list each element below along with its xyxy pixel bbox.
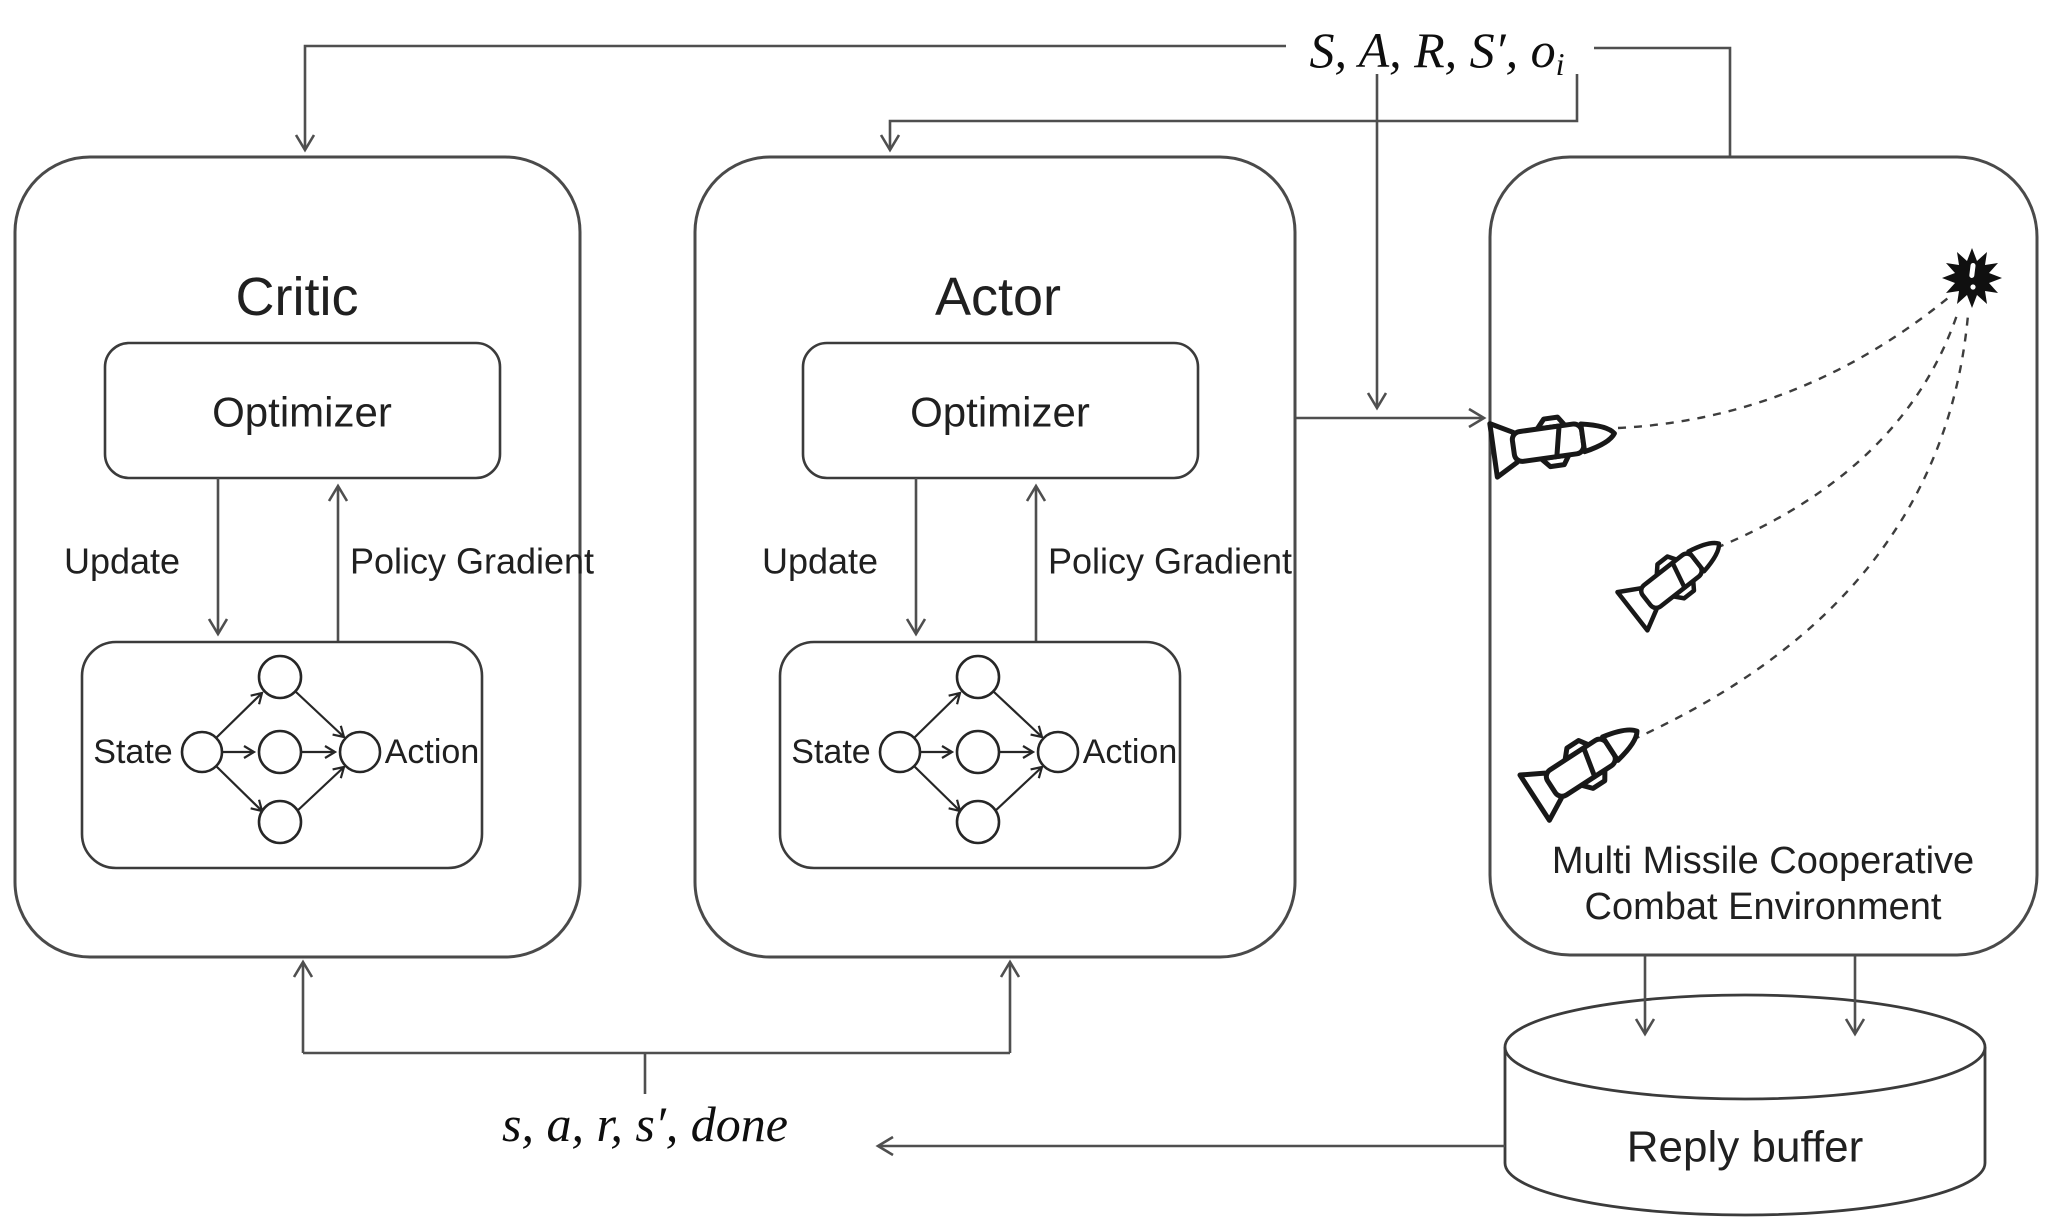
critic-action-label: Action bbox=[385, 733, 480, 771]
critic-update-label: Update bbox=[64, 541, 180, 582]
actor-state-label: State bbox=[791, 733, 870, 771]
replay-buffer-label: Reply buffer bbox=[1627, 1123, 1863, 1172]
environment-box: Multi Missile Cooperative Combat Environ… bbox=[1488, 155, 2039, 957]
actor-box: Actor Optimizer Update Policy Gradient S… bbox=[693, 155, 1297, 959]
critic-title: Critic bbox=[236, 267, 359, 327]
environment-label-line2: Combat Environment bbox=[1585, 886, 1942, 928]
actor-update-label: Update bbox=[762, 541, 878, 582]
replay-buffer: Reply buffer bbox=[1503, 993, 1987, 1217]
actor-action-label: Action bbox=[1083, 733, 1178, 771]
sars-to-critic-arrow bbox=[294, 44, 1286, 153]
environment-label-line1: Multi Missile Cooperative bbox=[1552, 840, 1974, 882]
critic-policy-gradient-label: Policy Gradient bbox=[350, 541, 594, 582]
global-transition-main: S, A, R, S′, o bbox=[1309, 22, 1555, 78]
actor-title: Actor bbox=[935, 267, 1061, 327]
explosion-mark-dot bbox=[1970, 284, 1976, 290]
critic-state-label: State bbox=[93, 733, 172, 771]
database-cylinder-top bbox=[1503, 993, 1987, 1101]
missile-trajectory bbox=[1617, 297, 1949, 430]
actor-optimizer-label: Optimizer bbox=[910, 389, 1090, 436]
global-transition-label: S, A, R, S′, oi bbox=[1309, 22, 1564, 82]
actor-policy-gradient-label: Policy Gradient bbox=[1048, 541, 1292, 582]
environment-outline bbox=[1488, 155, 2039, 957]
critic-box: Critic Optimizer Update Policy Gradient … bbox=[13, 155, 594, 959]
global-transition-sub: i bbox=[1556, 46, 1565, 82]
explosion-icon bbox=[1942, 248, 2002, 308]
explosion-mark bbox=[1969, 263, 1976, 278]
connectors bbox=[292, 44, 1866, 1157]
sample-tuple-label: s, a, r, s′, done bbox=[502, 1096, 788, 1152]
label-to-environment-line bbox=[1594, 46, 1732, 156]
critic-optimizer-label: Optimizer bbox=[212, 389, 392, 436]
obs-to-actor-arrow bbox=[879, 74, 1579, 153]
explosion-star bbox=[1942, 248, 2002, 308]
missile-trajectory bbox=[1715, 311, 1960, 550]
